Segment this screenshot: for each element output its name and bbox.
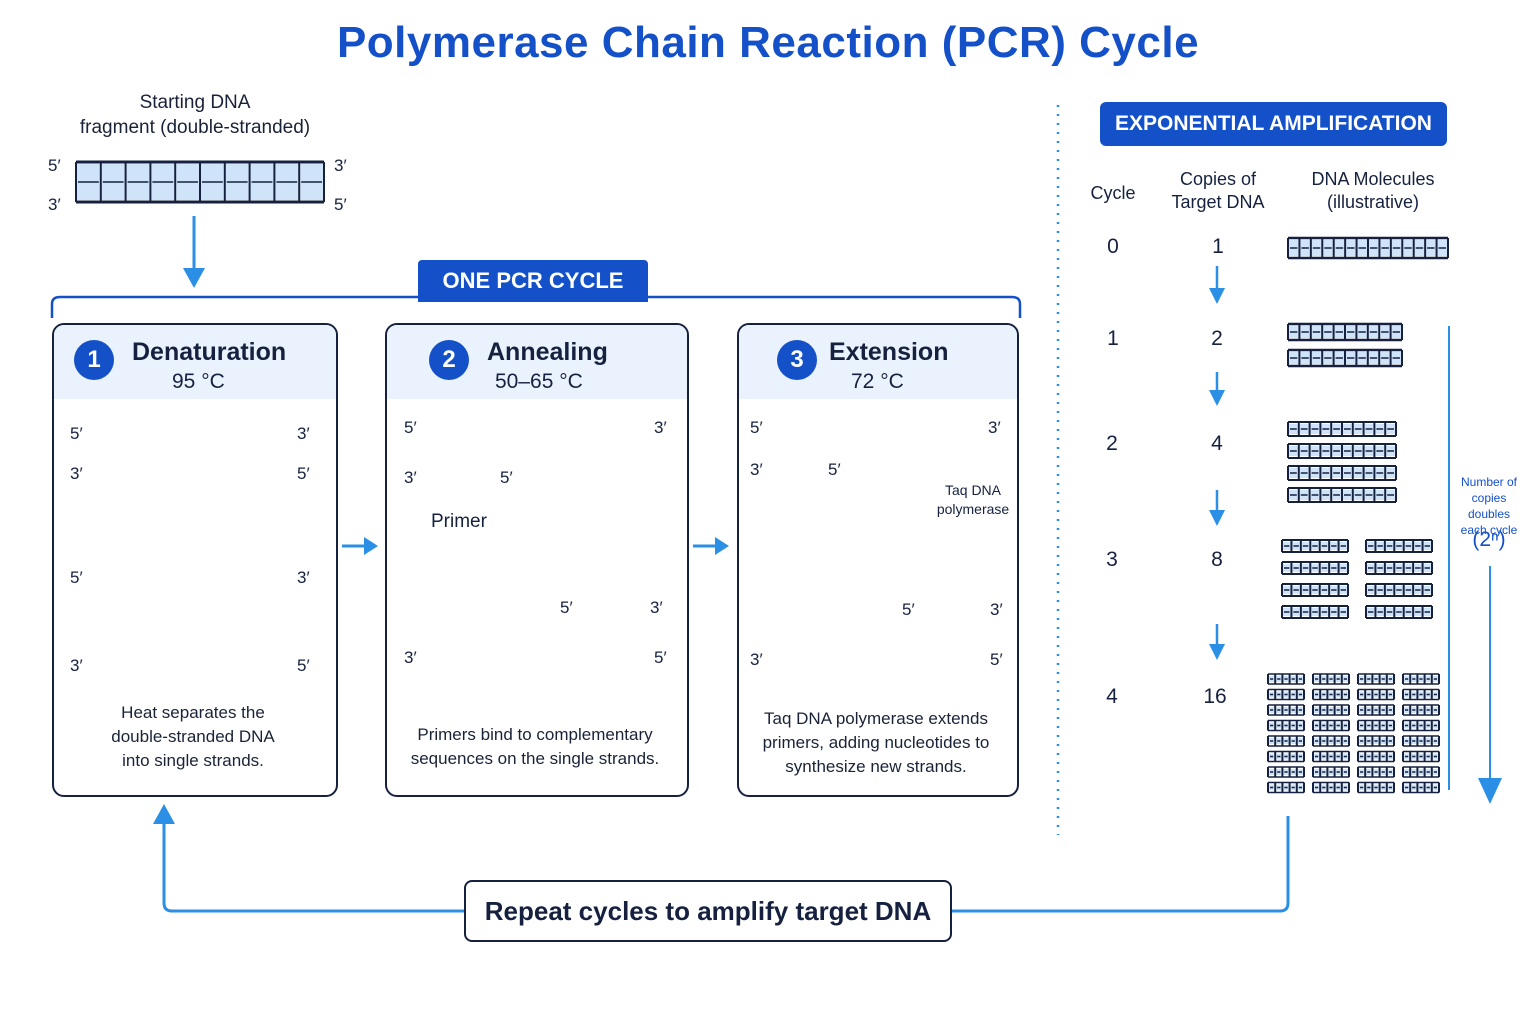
one-pcr-cycle-label: ONE PCR CYCLE bbox=[418, 260, 648, 302]
column-header-cycle: Cycle bbox=[1090, 183, 1136, 203]
doubling-note: Number of copies doubles each cycle bbox=[1452, 474, 1526, 538]
strand-end-label: 5′ bbox=[750, 418, 763, 437]
strand-end-label: 5′ bbox=[828, 460, 841, 479]
polymerase-label-line2: polymerase bbox=[936, 501, 1010, 517]
step-description: Taq DNA polymerase extends primers, addi… bbox=[739, 707, 1013, 779]
polymerase-label: Taq DNA polymerase bbox=[933, 481, 1013, 519]
strand-end-label: 3′ bbox=[297, 568, 310, 587]
repeat-loop-arrow bbox=[153, 804, 1290, 913]
cycle-value: 4 bbox=[1106, 685, 1118, 708]
start-end-3-bottom: 3′ bbox=[48, 195, 61, 214]
starting-dna-label-line1: Starting DNA bbox=[139, 92, 251, 113]
strand-end-label: 5′ bbox=[654, 648, 667, 667]
strand-end-label: 5′ bbox=[70, 568, 83, 587]
desc-line: into single strands. bbox=[122, 751, 264, 770]
strand-end-label: 3′ bbox=[404, 648, 417, 667]
copies-value: 2 bbox=[1211, 327, 1223, 350]
copies-value: 1 bbox=[1212, 235, 1224, 258]
step-description: Heat separates the double-stranded DNA i… bbox=[54, 701, 332, 773]
copies-value: 16 bbox=[1203, 685, 1227, 708]
desc-line: Taq DNA polymerase extends bbox=[764, 709, 988, 728]
step-temperature: 95 °C bbox=[172, 370, 225, 393]
copies-header-line2: Target DNA bbox=[1171, 192, 1265, 212]
step-card-annealing: 2 Annealing 50–65 °C Primer Primers bind… bbox=[385, 323, 689, 797]
dna-molecules-illustration bbox=[1267, 236, 1449, 794]
step-card-denaturation: 1 Denaturation 95 °C Heat separates the … bbox=[52, 323, 338, 797]
desc-line: primers, adding nucleotides to bbox=[762, 733, 990, 752]
strand-end-label: 5′ bbox=[560, 598, 573, 617]
starting-dna-label-line2: fragment (double-stranded) bbox=[79, 117, 311, 138]
step-number-badge: 1 bbox=[74, 340, 114, 380]
strand-end-label: 3′ bbox=[988, 418, 1001, 437]
strand-end-label: 3′ bbox=[650, 598, 663, 617]
start-end-5-bottom: 5′ bbox=[334, 195, 347, 214]
note-line: copies doubles bbox=[1467, 491, 1511, 521]
strand-end-label: 5′ bbox=[297, 656, 310, 675]
desc-line: Primers bind to complementary bbox=[417, 725, 653, 744]
copies-value: 8 bbox=[1211, 548, 1223, 571]
column-header-molecules: DNA Molecules (illustrative) bbox=[1292, 168, 1454, 214]
doubling-arrow-icon bbox=[1448, 326, 1502, 804]
strand-end-label: 3′ bbox=[750, 650, 763, 669]
step-name: Extension bbox=[829, 338, 949, 366]
desc-line: double-stranded DNA bbox=[111, 727, 275, 746]
strand-end-label: 3′ bbox=[404, 468, 417, 487]
desc-line: sequences on the single strands. bbox=[410, 749, 660, 768]
strand-end-label: 5′ bbox=[990, 650, 1003, 669]
start-end-5-top: 5′ bbox=[48, 156, 61, 175]
strand-end-label: 5′ bbox=[70, 424, 83, 443]
strand-end-label: 3′ bbox=[750, 460, 763, 479]
strand-end-label: 3′ bbox=[990, 600, 1003, 619]
polymerase-label-line1: Taq DNA bbox=[944, 482, 1002, 498]
copies-header-line1: Copies of bbox=[1179, 169, 1257, 189]
step-number-badge: 3 bbox=[777, 340, 817, 380]
step-name: Denaturation bbox=[132, 338, 287, 366]
cycle-value: 1 bbox=[1107, 327, 1119, 350]
cycle-value: 3 bbox=[1106, 548, 1118, 571]
cycle-value: 0 bbox=[1107, 235, 1119, 258]
strand-end-label: 3′ bbox=[297, 424, 310, 443]
step-temperature: 72 °C bbox=[851, 370, 904, 393]
step-name: Annealing bbox=[487, 338, 608, 366]
desc-line: synthesize new strands. bbox=[785, 757, 967, 776]
starting-dna-label: Starting DNA fragment (double-stranded) bbox=[60, 90, 330, 140]
strand-end-label: 3′ bbox=[70, 464, 83, 483]
strand-end-label: 5′ bbox=[404, 418, 417, 437]
note-line: Number of bbox=[1460, 475, 1518, 489]
starting-dna-ladder-icon bbox=[75, 160, 325, 204]
arrow-right-icon bbox=[693, 537, 729, 555]
doubling-formula: (2ⁿ) bbox=[1472, 528, 1506, 551]
start-end-3-top: 3′ bbox=[334, 156, 347, 175]
primer-label: Primer bbox=[431, 511, 487, 532]
molecules-header-line1: DNA Molecules bbox=[1311, 169, 1435, 189]
page-title: Polymerase Chain Reaction (PCR) Cycle bbox=[336, 18, 1200, 67]
strand-end-label: 5′ bbox=[500, 468, 513, 487]
step-description: Primers bind to complementary sequences … bbox=[387, 723, 683, 771]
cycle-value: 2 bbox=[1106, 432, 1118, 455]
copies-value: 4 bbox=[1211, 432, 1223, 455]
strand-end-label: 3′ bbox=[654, 418, 667, 437]
molecules-header-line2: (illustrative) bbox=[1326, 192, 1419, 212]
strand-end-label: 3′ bbox=[70, 656, 83, 675]
repeat-cycles-label: Repeat cycles to amplify target DNA bbox=[464, 880, 952, 942]
column-header-copies: Copies of Target DNA bbox=[1158, 168, 1278, 214]
arrow-down-icon bbox=[183, 216, 205, 288]
step-temperature: 50–65 °C bbox=[495, 370, 583, 393]
desc-line: Heat separates the bbox=[121, 703, 265, 722]
arrow-right-icon bbox=[342, 537, 378, 555]
step-card-extension: 3 Extension 72 °C Taq DNA polymerase Taq… bbox=[737, 323, 1019, 797]
copies-arrows bbox=[1209, 266, 1225, 660]
strand-end-label: 5′ bbox=[297, 464, 310, 483]
strand-end-label: 5′ bbox=[902, 600, 915, 619]
note-line: each cycle bbox=[1460, 523, 1518, 537]
exponential-amplification-heading: EXPONENTIAL AMPLIFICATION bbox=[1100, 102, 1447, 146]
step-number-badge: 2 bbox=[429, 340, 469, 380]
